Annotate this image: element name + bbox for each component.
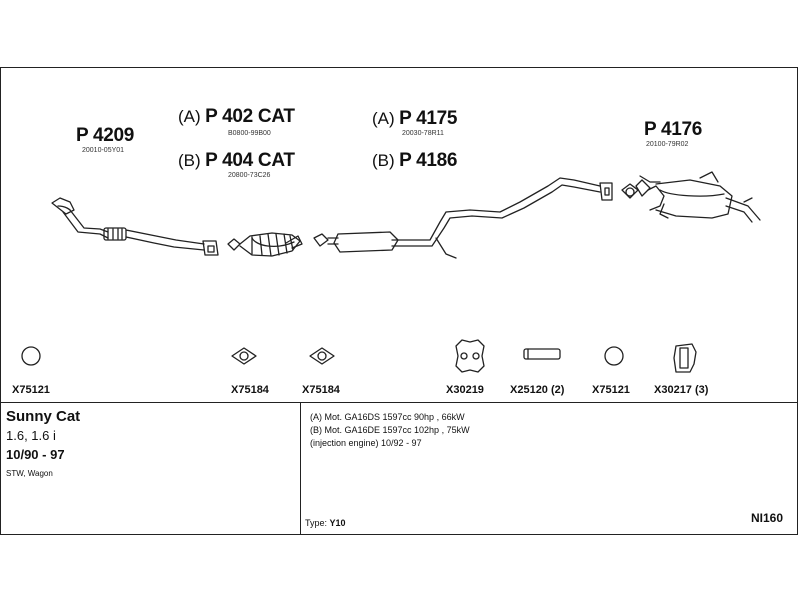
diagram-code: NI160	[751, 511, 784, 525]
flange-gasket-icon	[231, 347, 257, 365]
table-column-divider	[300, 402, 301, 535]
table-divider	[0, 402, 798, 403]
part-number-p4175: P 4175	[399, 108, 458, 129]
accessory-label: X75184	[302, 384, 340, 396]
accessory-label: X75184	[231, 384, 269, 396]
part-label-p402: (A) P 402 CAT	[178, 106, 295, 128]
pipe-sleeve-icon	[523, 348, 561, 360]
part-label-p404: (B) P 404 CAT	[178, 150, 295, 172]
part-label-p4175: (A) P 4175	[372, 108, 458, 130]
vehicle-years: 10/90 - 97	[6, 447, 65, 462]
part-number-p402: P 402 CAT	[205, 106, 295, 127]
catalytic-converter-part	[227, 232, 303, 257]
rubber-mount-icon	[673, 343, 697, 373]
rear-silencer-part	[621, 171, 761, 223]
oem-code: 20010-05Y01	[82, 147, 125, 154]
accessory-label: X30219	[446, 384, 484, 396]
part-number-p4176: P 4176	[644, 119, 703, 140]
ring-gasket-icon	[604, 346, 624, 366]
engine-info-a: (A) Mot. GA16DS 1597cc 90hp , 66kW	[310, 412, 465, 422]
flange-gasket-icon	[309, 347, 335, 365]
vehicle-body-type: STW, Wagon	[6, 469, 53, 478]
variant-prefix: (A)	[372, 109, 395, 128]
accessory-label: X75121	[12, 384, 50, 396]
center-pipe-part	[313, 177, 613, 259]
vehicle-model: Sunny Cat	[6, 408, 81, 425]
oem-code: 20030-78R11	[402, 130, 444, 137]
accessory-label: X30217 (3)	[654, 384, 709, 396]
part-number-p404: P 404 CAT	[205, 150, 295, 171]
type-value: Y10	[329, 518, 346, 528]
diagram-frame	[0, 67, 798, 535]
accessory-label: X25120 (2)	[510, 384, 565, 396]
accessory-label: X75121	[592, 384, 630, 396]
front-pipe-part	[51, 197, 219, 256]
oem-code: 20100-79R02	[646, 141, 689, 148]
ring-gasket-icon	[21, 346, 41, 366]
oem-code: 20800-73C26	[228, 172, 271, 179]
variant-prefix: (B)	[178, 151, 201, 170]
engine-info-c: (injection engine) 10/92 - 97	[310, 438, 422, 448]
engine-info-b: (B) Mot. GA16DE 1597cc 102hp , 75kW	[310, 425, 470, 435]
variant-prefix: (B)	[372, 151, 395, 170]
rubber-hanger-icon	[455, 339, 485, 373]
type-info: Type: Y10	[305, 518, 346, 528]
part-label-p4186: (B) P 4186	[372, 150, 458, 172]
part-number-p4186: P 4186	[399, 150, 458, 171]
oem-code: B0800-99B00	[228, 130, 271, 137]
part-number-p4209: P 4209	[76, 125, 135, 146]
type-label: Type:	[305, 518, 328, 528]
variant-prefix: (A)	[178, 107, 201, 126]
vehicle-engines: 1.6, 1.6 i	[6, 428, 56, 443]
